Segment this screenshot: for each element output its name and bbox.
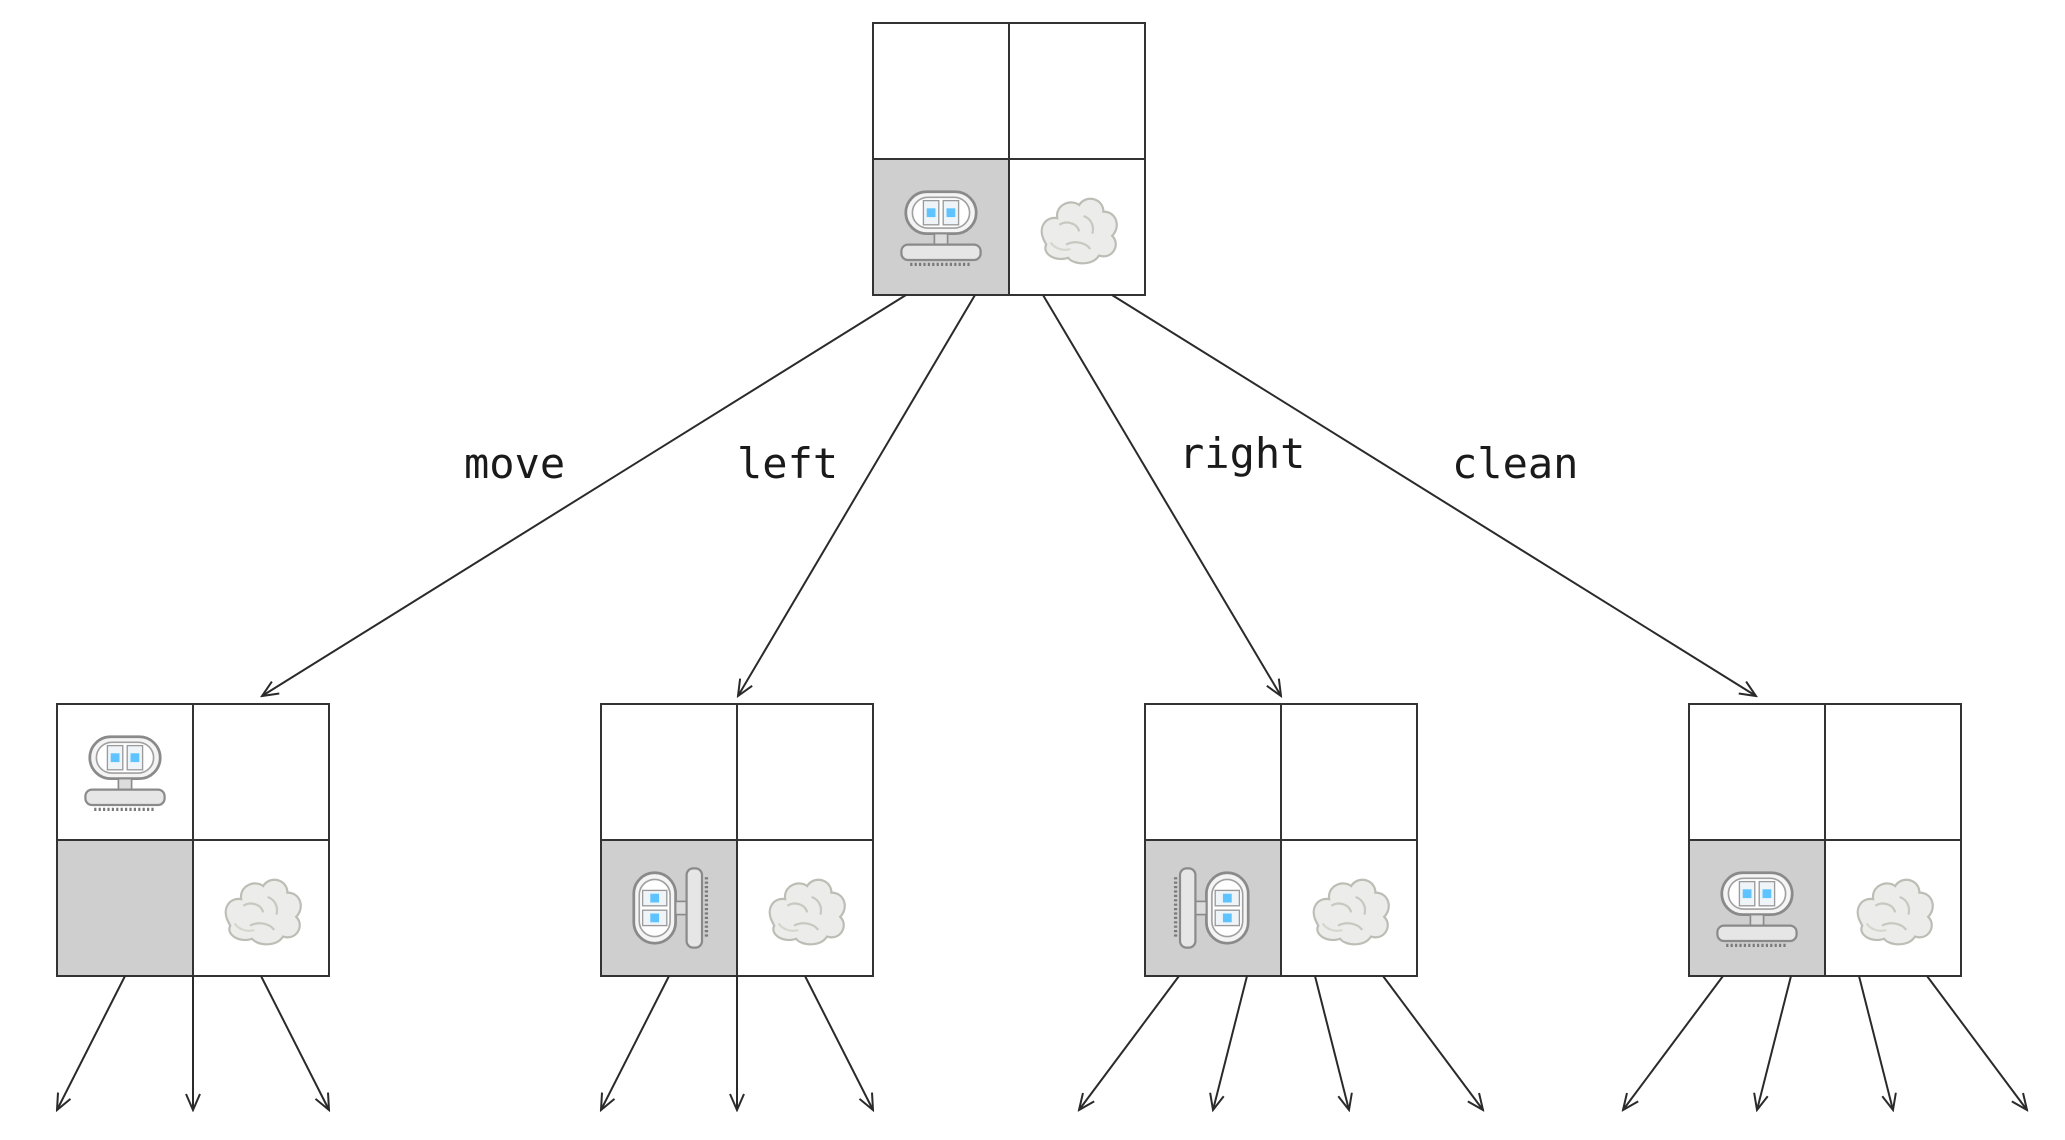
state-after-move (56, 703, 330, 977)
vacuum-robot-icon (632, 866, 709, 950)
edge-label-clean: clean (1452, 439, 1578, 488)
cell-top-right (1008, 22, 1146, 160)
state-after-right (1144, 703, 1418, 977)
cell-top-left (872, 22, 1010, 160)
state-after-left (600, 703, 874, 977)
edge-label-right: right (1179, 429, 1305, 478)
cell-top-left (1144, 703, 1282, 841)
cell-bottom-right (1280, 839, 1418, 977)
cell-top-right (192, 703, 330, 841)
vacuum-robot-icon (1173, 866, 1250, 950)
state-after-clean (1688, 703, 1962, 977)
continuation-edges-clean (1623, 975, 2027, 1110)
continuation-edges-right (1079, 975, 1483, 1110)
continuation-edges-left (601, 975, 873, 1110)
cell-top-left (1688, 703, 1826, 841)
cell-top-right (1824, 703, 1962, 841)
edge-move (262, 294, 907, 696)
vacuum-robot-icon (899, 190, 983, 267)
cell-top-left (600, 703, 738, 841)
edge-label-left: left (737, 439, 838, 488)
cell-bottom-left (56, 839, 194, 977)
cell-top-right (1280, 703, 1418, 841)
edge-clean (1111, 294, 1756, 696)
state-root (872, 22, 1146, 296)
cell-top-right (736, 703, 874, 841)
vacuum-robot-icon (83, 735, 167, 812)
edge-right (1042, 294, 1281, 696)
vacuum-robot-icon (1715, 871, 1799, 948)
edge-label-move: move (464, 439, 565, 488)
continuation-edges-move (57, 975, 329, 1110)
edge-left (738, 294, 976, 696)
